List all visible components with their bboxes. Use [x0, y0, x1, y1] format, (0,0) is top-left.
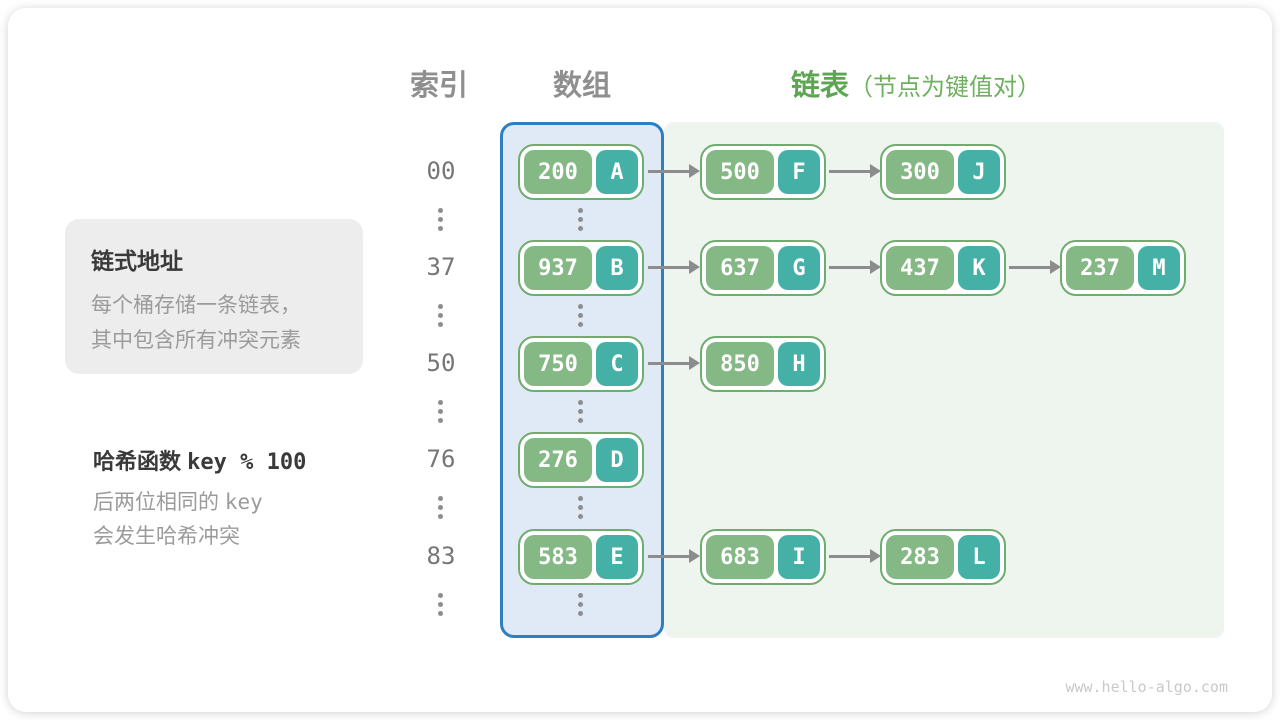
node-key: 276 — [524, 438, 592, 482]
ellipsis-dots — [578, 304, 583, 327]
ellipsis-dots — [438, 496, 443, 519]
kv-node: 637 G — [700, 240, 826, 296]
node-value: M — [1138, 246, 1180, 290]
node-key: 437 — [886, 246, 954, 290]
info-box-body: 每个桶存储一条链表， 其中包含所有冲突元素 — [91, 288, 363, 358]
ellipsis-dots — [578, 400, 583, 423]
hash-note-line1: 后两位相同的 key — [93, 490, 263, 514]
ellipsis-dots — [438, 593, 443, 616]
kv-node: 937 B — [518, 240, 644, 296]
node-value: K — [958, 246, 1000, 290]
node-key: 500 — [706, 150, 774, 194]
info-box: 链式地址 每个桶存储一条链表， 其中包含所有冲突元素 — [65, 219, 363, 374]
node-key: 850 — [706, 342, 774, 386]
node-key: 583 — [524, 535, 592, 579]
ellipsis-dots — [578, 593, 583, 616]
node-key: 937 — [524, 246, 592, 290]
node-key: 300 — [886, 150, 954, 194]
header-index: 索引 — [409, 70, 468, 102]
ellipsis-dots — [438, 208, 443, 231]
node-value: H — [778, 342, 820, 386]
kv-node: 237 M — [1060, 240, 1186, 296]
kv-node: 683 I — [700, 529, 826, 585]
kv-node: 750 C — [518, 336, 644, 392]
node-value: C — [596, 342, 638, 386]
header-linked-list-label: 链表 — [791, 70, 850, 102]
info-box-title: 链式地址 — [91, 248, 183, 274]
arrow-icon — [1009, 260, 1061, 274]
kv-node: 437 K — [880, 240, 1006, 296]
arrow-icon — [648, 260, 700, 274]
arrow-icon — [648, 356, 700, 370]
index-label: 76 — [426, 445, 456, 473]
kv-node: 276 D — [518, 432, 644, 488]
kv-node: 300 J — [880, 144, 1006, 200]
diagram-card: 索引 数组 链表（节点为键值对） 00 37 50 76 83 200 A 50… — [8, 8, 1272, 712]
arrow-icon — [648, 549, 700, 563]
node-key: 237 — [1066, 246, 1134, 290]
node-value: F — [778, 150, 820, 194]
index-label: 50 — [426, 349, 456, 377]
node-value: J — [958, 150, 1000, 194]
kv-node: 500 F — [700, 144, 826, 200]
arrow-icon — [829, 260, 881, 274]
ellipsis-dots — [438, 304, 443, 327]
node-value: D — [596, 438, 638, 482]
hash-function-label: 哈希函数 key % 100 — [93, 449, 307, 475]
ellipsis-dots — [578, 496, 583, 519]
node-value: I — [778, 535, 820, 579]
header-array: 数组 — [552, 70, 611, 102]
kv-node: 583 E — [518, 529, 644, 585]
node-value: E — [596, 535, 638, 579]
arrow-icon — [648, 164, 700, 178]
node-value: B — [596, 246, 638, 290]
index-label: 37 — [426, 253, 456, 281]
info-box-line2: 其中包含所有冲突元素 — [91, 329, 301, 352]
ellipsis-dots — [578, 208, 583, 231]
hash-function-code: key % 100 — [187, 450, 307, 475]
node-value: L — [958, 535, 1000, 579]
header-linked-list-note: （节点为键值对） — [849, 74, 1042, 101]
node-key: 283 — [886, 535, 954, 579]
hash-collision-note: 后两位相同的 key 会发生哈希冲突 — [93, 485, 263, 554]
node-value: A — [596, 150, 638, 194]
node-key: 750 — [524, 342, 592, 386]
node-key: 683 — [706, 535, 774, 579]
node-value: G — [778, 246, 820, 290]
kv-node: 850 H — [700, 336, 826, 392]
header-linked-list: 链表（节点为键值对） — [791, 62, 1041, 104]
index-label: 00 — [426, 157, 456, 185]
node-key: 637 — [706, 246, 774, 290]
info-box-line1: 每个桶存储一条链表， — [91, 294, 301, 317]
watermark: www.hello-algo.com — [1065, 678, 1228, 696]
index-label: 83 — [426, 542, 456, 570]
ellipsis-dots — [438, 400, 443, 423]
hash-note-line2: 会发生哈希冲突 — [93, 525, 240, 548]
node-key: 200 — [524, 150, 592, 194]
arrow-icon — [829, 549, 881, 563]
kv-node: 200 A — [518, 144, 644, 200]
arrow-icon — [829, 164, 881, 178]
kv-node: 283 L — [880, 529, 1006, 585]
